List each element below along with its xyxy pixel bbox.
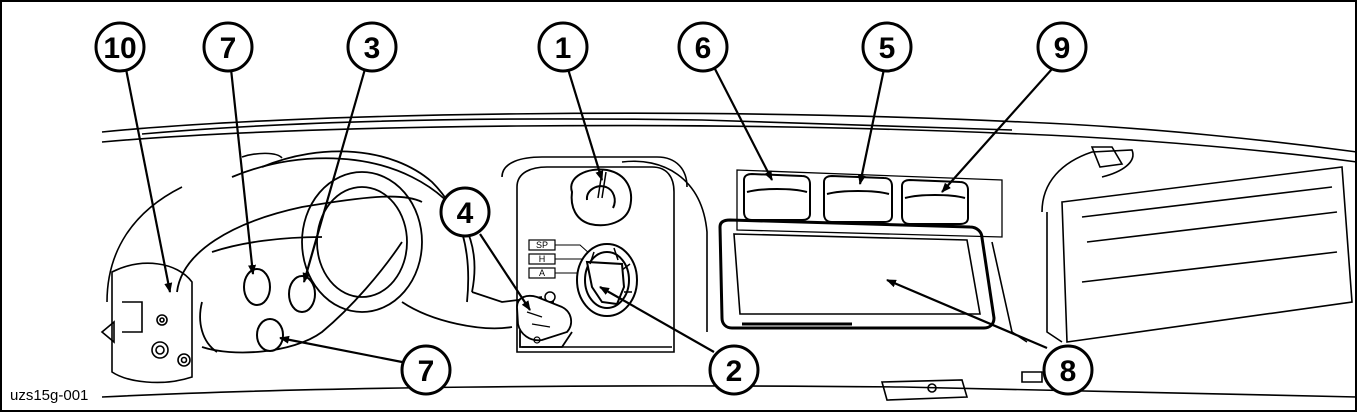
callout-number: 2 xyxy=(726,355,743,388)
rotary-mode-knob xyxy=(544,243,638,317)
left-switch-panel xyxy=(100,262,193,384)
callout-2: 2 xyxy=(708,344,760,396)
mode-selector-panel: SP H A xyxy=(528,239,591,279)
center-console xyxy=(501,156,708,353)
callout-number: 9 xyxy=(1054,32,1071,65)
callout-7-bottom: 7 xyxy=(400,344,452,396)
callout-5: 5 xyxy=(861,21,913,73)
leader-7-bottom xyxy=(279,335,403,364)
callout-number: 3 xyxy=(364,32,381,65)
leader-5 xyxy=(857,68,886,185)
lever-switch-knobs xyxy=(243,268,316,352)
callouts: 10 7 3 1 6 5 9 4 xyxy=(94,21,1094,396)
selector-label-h: H xyxy=(539,254,546,264)
callout-number: 1 xyxy=(555,32,572,65)
right-side-structure xyxy=(880,146,1353,401)
callout-6: 6 xyxy=(677,21,729,73)
callout-3: 3 xyxy=(346,21,398,73)
leader-10 xyxy=(124,68,173,293)
steering-column-shroud xyxy=(176,150,543,354)
leader-4 xyxy=(479,233,531,311)
dashboard-outline xyxy=(101,112,1357,398)
figure-id-label: uzs15g-001 xyxy=(10,387,89,404)
callout-1: 1 xyxy=(537,21,589,73)
callout-9: 9 xyxy=(1036,21,1088,73)
top-center-switch xyxy=(570,168,632,227)
callout-number: 5 xyxy=(879,32,896,65)
callout-7-top: 7 xyxy=(202,21,254,73)
leader-9 xyxy=(941,68,1053,193)
upper-switch-row xyxy=(736,169,1003,238)
display-screen xyxy=(718,218,996,330)
leader-1 xyxy=(566,68,604,181)
callout-number: 6 xyxy=(695,32,712,65)
leader-2 xyxy=(599,286,715,353)
leader-lines xyxy=(124,68,1053,364)
callout-number: 8 xyxy=(1060,355,1077,388)
callout-number: 4 xyxy=(457,197,474,230)
callout-10: 10 xyxy=(94,21,146,73)
callout-8: 8 xyxy=(1042,344,1094,396)
leader-7-top xyxy=(229,68,257,275)
leader-8 xyxy=(886,278,1048,350)
callout-number: 7 xyxy=(220,32,237,65)
leader-3 xyxy=(302,68,367,283)
callout-4: 4 xyxy=(439,186,491,238)
leader-6 xyxy=(714,68,773,181)
selector-label-a: A xyxy=(539,268,545,278)
callout-number: 7 xyxy=(418,355,435,388)
callout-number: 10 xyxy=(103,32,136,65)
selector-label-sp: SP xyxy=(536,240,548,250)
